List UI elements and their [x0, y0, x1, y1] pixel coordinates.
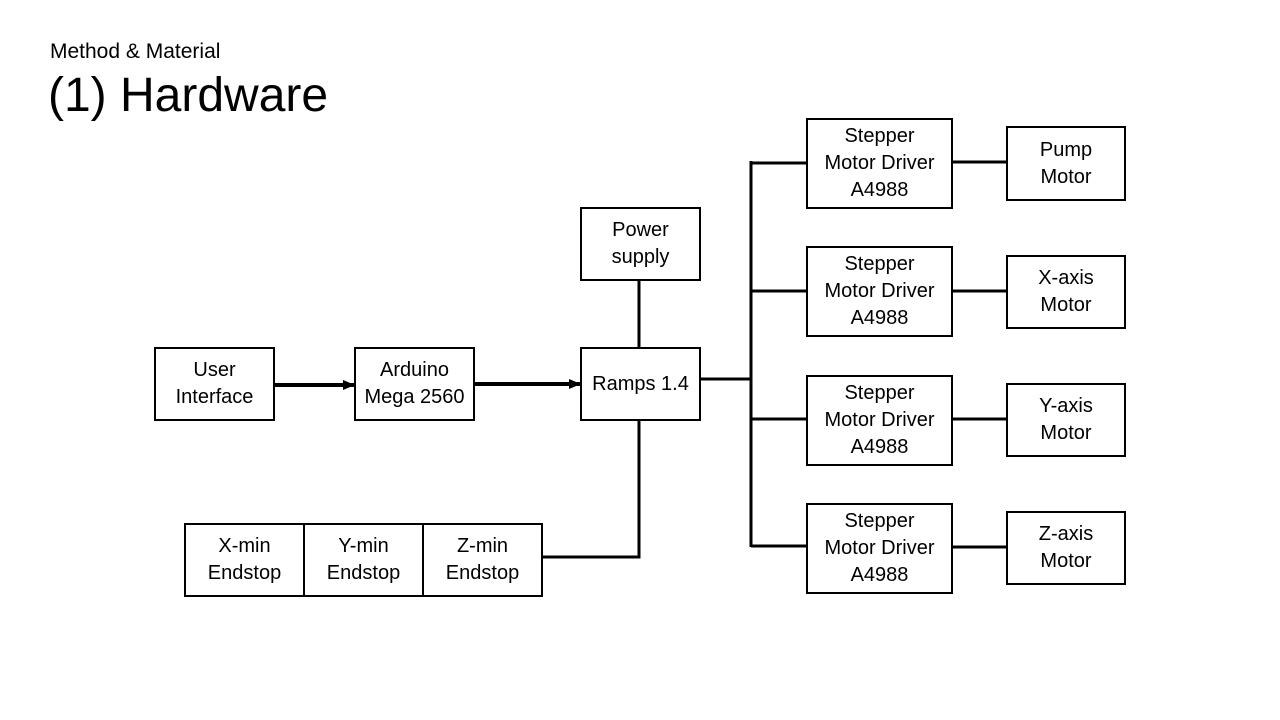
pump-motor-label: Pump Motor: [1039, 138, 1093, 188]
endstop-y-label: Y-min Endstop: [326, 535, 401, 584]
stepper-driver-1-label: Stepper Motor Driver A4988: [824, 125, 935, 201]
stepper-driver-3-label: Stepper Motor Driver A4988: [824, 382, 935, 458]
stepper-driver-4-box: Stepper Motor Driver A4988: [806, 503, 953, 594]
x-axis-motor-box: X-axis Motor: [1006, 255, 1126, 329]
pump-motor-box: Pump Motor: [1006, 126, 1126, 201]
edge-ramps-to-endstops: [541, 420, 641, 559]
endstop-x-box: X-min Endstop: [184, 523, 305, 597]
z-axis-motor-label: Z-axis Motor: [1038, 523, 1094, 572]
endstop-x-label: X-min Endstop: [207, 535, 282, 584]
endstop-y-box: Y-min Endstop: [303, 523, 424, 597]
arduino-box: Arduino Mega 2560: [354, 347, 475, 421]
power-supply-label: Power supply: [611, 219, 670, 268]
stepper-driver-3-box: Stepper Motor Driver A4988: [806, 375, 953, 466]
ramps-label: Ramps 1.4: [592, 372, 689, 395]
slide-subtitle: Method & Material: [50, 40, 221, 63]
power-supply-box: Power supply: [580, 207, 701, 281]
endstop-z-box: Z-min Endstop: [422, 523, 543, 597]
z-axis-motor-box: Z-axis Motor: [1006, 511, 1126, 585]
ramps-box: Ramps 1.4: [580, 347, 701, 421]
user-interface-box: User Interface: [154, 347, 275, 421]
slide-title: (1) Hardware: [48, 69, 329, 122]
y-axis-motor-label: Y-axis Motor: [1039, 395, 1093, 444]
x-axis-motor-label: X-axis Motor: [1038, 267, 1094, 316]
stepper-driver-2-box: Stepper Motor Driver A4988: [806, 246, 953, 337]
user-interface-label: User Interface: [175, 359, 254, 408]
y-axis-motor-box: Y-axis Motor: [1006, 383, 1126, 457]
arduino-label: Arduino Mega 2560: [364, 359, 465, 408]
stepper-driver-2-label: Stepper Motor Driver A4988: [824, 253, 935, 329]
endstop-z-label: Z-min Endstop: [445, 535, 520, 584]
stepper-driver-4-label: Stepper Motor Driver A4988: [824, 510, 935, 586]
stepper-driver-1-box: Stepper Motor Driver A4988: [806, 118, 953, 209]
